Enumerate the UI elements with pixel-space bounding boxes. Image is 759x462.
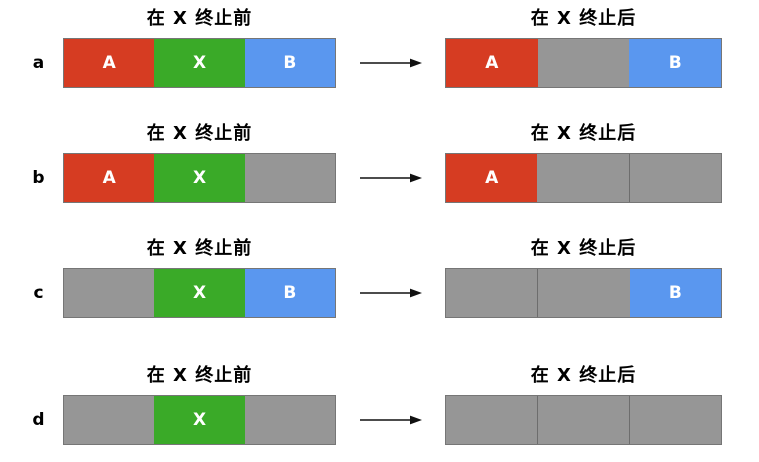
memory-segment-free bbox=[446, 269, 538, 317]
after-panel: 在 X 终止后 B bbox=[445, 238, 722, 345]
arrow-wrap bbox=[336, 38, 445, 88]
arrow-right-icon bbox=[359, 173, 422, 183]
arrow-column bbox=[336, 365, 445, 462]
memory-segment-a: A bbox=[446, 39, 538, 87]
memory-segment-b: B bbox=[244, 269, 335, 317]
memory-segment-x: X bbox=[154, 154, 245, 202]
memory-bar-before: X bbox=[63, 395, 336, 445]
arrow-wrap bbox=[336, 268, 445, 318]
row-label: a bbox=[32, 52, 45, 73]
memory-segment-a: A bbox=[64, 154, 155, 202]
arrow-right-icon bbox=[359, 58, 422, 68]
memory-segment-x: X bbox=[154, 269, 245, 317]
diagram-row: d 在 X 终止前 X 在 X 终止后 bbox=[0, 345, 759, 462]
after-title: 在 X 终止后 bbox=[530, 365, 637, 386]
memory-segment-b: B bbox=[629, 269, 721, 317]
memory-segment-x: X bbox=[154, 396, 245, 444]
before-title: 在 X 终止前 bbox=[146, 8, 253, 29]
after-panel: 在 X 终止后 A bbox=[445, 123, 722, 230]
memory-segment-free bbox=[244, 396, 335, 444]
after-title: 在 X 终止后 bbox=[530, 8, 637, 29]
memory-segment-x: X bbox=[154, 39, 245, 87]
row-label-wrap: c bbox=[14, 268, 63, 318]
memory-bar-after bbox=[445, 395, 722, 445]
row-label: c bbox=[33, 282, 44, 303]
row-label-wrap: a bbox=[14, 38, 63, 88]
row-label-column: c bbox=[0, 238, 63, 345]
memory-segment-a: A bbox=[64, 39, 155, 87]
memory-segment-b: B bbox=[629, 39, 722, 87]
memory-segment-free bbox=[244, 154, 335, 202]
memory-segment-free bbox=[629, 396, 721, 444]
before-panel: 在 X 终止前 X bbox=[63, 365, 336, 462]
row-label: b bbox=[32, 167, 45, 188]
memory-segment-free bbox=[537, 39, 630, 87]
arrow-column bbox=[336, 8, 445, 115]
arrow-wrap bbox=[336, 395, 445, 445]
memory-bar-after: B bbox=[445, 268, 722, 318]
after-title: 在 X 终止后 bbox=[530, 123, 637, 144]
before-title: 在 X 终止前 bbox=[146, 238, 253, 259]
row-label-wrap: d bbox=[14, 395, 63, 445]
memory-bar-after: A bbox=[445, 153, 722, 203]
memory-segment-free bbox=[628, 154, 721, 202]
memory-segment-a: A bbox=[446, 154, 538, 202]
before-title: 在 X 终止前 bbox=[146, 365, 253, 386]
memory-segment-free bbox=[537, 269, 630, 317]
memory-segment-free bbox=[64, 269, 155, 317]
memory-segment-free bbox=[537, 396, 629, 444]
arrow-right-icon bbox=[359, 415, 422, 425]
row-label-wrap: b bbox=[14, 153, 63, 203]
row-label-column: a bbox=[0, 8, 63, 115]
row-label-column: b bbox=[0, 123, 63, 230]
arrow-column bbox=[336, 238, 445, 345]
memory-segment-b: B bbox=[244, 39, 335, 87]
before-title: 在 X 终止前 bbox=[146, 123, 253, 144]
after-panel: 在 X 终止后 bbox=[445, 365, 722, 462]
memory-segment-free bbox=[446, 396, 537, 444]
row-label: d bbox=[32, 409, 45, 430]
arrow-right-icon bbox=[359, 288, 422, 298]
row-label-column: d bbox=[0, 365, 63, 462]
arrow-wrap bbox=[336, 153, 445, 203]
memory-segment-free bbox=[537, 154, 629, 202]
after-title: 在 X 终止后 bbox=[530, 238, 637, 259]
arrow-column bbox=[336, 123, 445, 230]
memory-segment-free bbox=[64, 396, 155, 444]
